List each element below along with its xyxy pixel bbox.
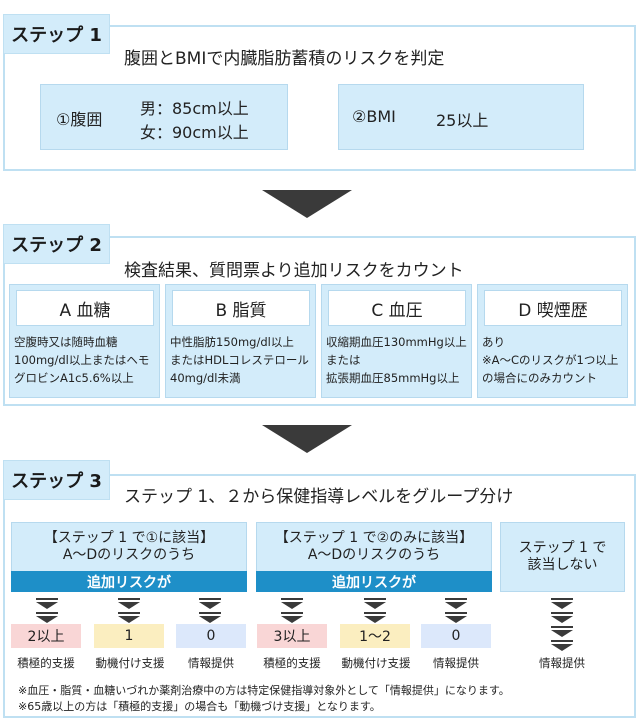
group1-value-high: 2以上 bbox=[11, 624, 81, 648]
group1-level-info: 情報提供 bbox=[188, 656, 234, 670]
risk-card-d: D 喫煙歴 あり ※A～Cのリスクが1つ以上 の場合にのみカウント bbox=[477, 284, 628, 398]
bmi-label: ②BMI bbox=[352, 107, 396, 126]
double-chevron-icon bbox=[36, 598, 58, 623]
risk-card-c: C 血圧 収縮期血圧130mmHg以上 または 拡張期血圧85mmHg以上 bbox=[321, 284, 472, 398]
risk-title-d: D 喫煙歴 bbox=[484, 290, 622, 326]
group1-header: 【ステップ 1 で①に該当】 A～Dのリスクのうち bbox=[11, 522, 247, 572]
group2-value-high: 3以上 bbox=[257, 624, 327, 648]
group2-value-low: 0 bbox=[421, 624, 491, 648]
abdomen-male: 男：85cm以上 bbox=[140, 99, 249, 118]
note-1: ※血圧・脂質・血糖いづれか薬剤治療中の方は特定保健指導対象外として「情報提供」に… bbox=[18, 684, 510, 697]
down-arrow-icon bbox=[262, 425, 352, 453]
step2-heading: 検査結果、質問票より追加リスクをカウント bbox=[124, 261, 464, 281]
risk-title-a: A 血糖 bbox=[16, 290, 154, 326]
group2-line1: 【ステップ 1 で②のみに該当】 bbox=[274, 530, 474, 546]
group2-level-active: 積極的支援 bbox=[263, 656, 321, 670]
double-chevron-icon bbox=[281, 598, 303, 623]
group1-line1: 【ステップ 1 で①に該当】 bbox=[43, 530, 215, 546]
note-2: ※65歳以上の方は「積極的支援」の場合も「動機づけ支援」となります。 bbox=[18, 700, 381, 713]
group2-bar: 追加リスクが bbox=[256, 571, 492, 592]
down-arrow-icon bbox=[262, 190, 352, 218]
group1-value-mid: 1 bbox=[94, 624, 164, 648]
group2-line2: A～Dのリスクのうち bbox=[307, 547, 441, 563]
group3-line2: 該当しない bbox=[527, 557, 598, 573]
step3-heading: ステップ 1、２から保健指導レベルをグループ分け bbox=[124, 487, 514, 507]
bmi-value: 25以上 bbox=[436, 111, 489, 130]
risk-desc-b: 中性脂肪150mg/dl以上 またはHDLコレステロール 40mg/dl未満 bbox=[170, 335, 309, 385]
quad-chevron-icon bbox=[551, 598, 573, 651]
group2-header: 【ステップ 1 で②のみに該当】 A～Dのリスクのうち bbox=[256, 522, 492, 572]
risk-title-b: B 脂質 bbox=[172, 290, 310, 326]
abdomen-label: ①腹囲 bbox=[56, 110, 103, 129]
step3-panel bbox=[3, 474, 636, 718]
group2-value-mid: 1～2 bbox=[340, 624, 410, 648]
step1-heading: 腹囲とBMIで内臓脂肪蓄積のリスクを判定 bbox=[124, 49, 445, 69]
risk-title-c: C 血圧 bbox=[328, 290, 466, 326]
group2-level-motivation: 動機付け支援 bbox=[341, 656, 411, 670]
abdomen-female: 女：90cm以上 bbox=[140, 123, 249, 142]
step2-tag: ステップ 2 bbox=[3, 224, 110, 264]
group3-level-info: 情報提供 bbox=[539, 656, 585, 670]
risk-card-b: B 脂質 中性脂肪150mg/dl以上 またはHDLコレステロール 40mg/d… bbox=[165, 284, 316, 398]
step1-tag: ステップ 1 bbox=[3, 14, 110, 54]
group1-level-motivation: 動機付け支援 bbox=[95, 656, 165, 670]
risk-desc-c: 収縮期血圧130mmHg以上 または 拡張期血圧85mmHg以上 bbox=[326, 335, 467, 385]
risk-desc-d: あり ※A～Cのリスクが1つ以上 の場合にのみカウント bbox=[482, 335, 619, 385]
double-chevron-icon bbox=[364, 598, 386, 623]
risk-desc-a: 空腹時又は随時血糖 100mg/dl以上またはヘモ グロビンA1c5.6%以上 bbox=[14, 335, 150, 385]
group3-line1: ステップ 1 で bbox=[518, 540, 607, 556]
group1-bar: 追加リスクが bbox=[11, 571, 247, 592]
bmi-box: ②BMI 25以上 bbox=[338, 84, 584, 150]
risk-card-a: A 血糖 空腹時又は随時血糖 100mg/dl以上またはヘモ グロビンA1c5.… bbox=[9, 284, 160, 398]
double-chevron-icon bbox=[199, 598, 221, 623]
group3-header: ステップ 1 で 該当しない bbox=[500, 522, 625, 592]
double-chevron-icon bbox=[118, 598, 140, 623]
abdomen-box: ①腹囲 男：85cm以上 女：90cm以上 bbox=[40, 84, 288, 150]
double-chevron-icon bbox=[445, 598, 467, 623]
group1-value-low: 0 bbox=[176, 624, 246, 648]
group1-level-active: 積極的支援 bbox=[17, 656, 75, 670]
group2-level-info: 情報提供 bbox=[433, 656, 479, 670]
group1-line2: A～Dのリスクのうち bbox=[62, 547, 196, 563]
step3-tag: ステップ 3 bbox=[3, 460, 110, 500]
